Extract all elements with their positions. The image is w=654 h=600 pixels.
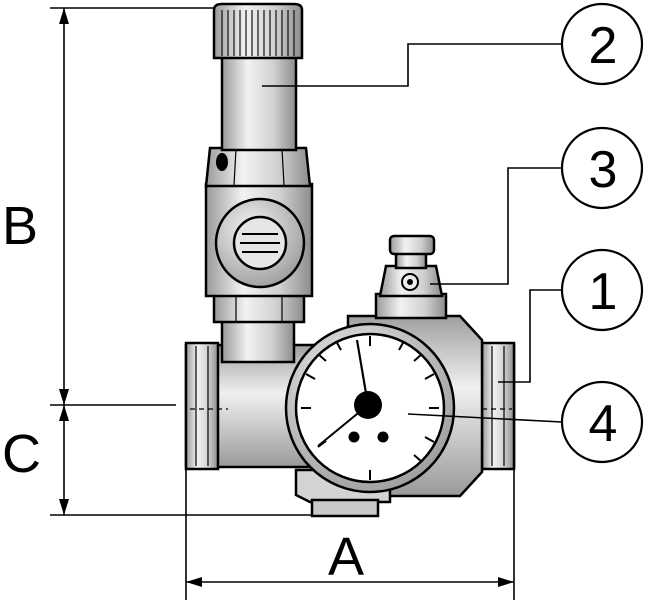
callout-4: 4 [560,380,644,464]
leader-2 [262,43,562,87]
callout-3: 3 [560,126,644,210]
air-vent [374,234,448,320]
callout-circle [560,126,644,210]
callout-number: 1 [589,263,618,321]
dimension-label-b: B [2,196,38,256]
air-vent-base [374,292,448,320]
b-top-arrow [59,8,69,24]
callout-2: 2 [560,2,644,86]
dimension-lines [50,7,515,600]
c-bottom-arrow [59,499,69,515]
safety-valve [204,2,314,364]
callout-circle [560,248,644,332]
gauge-ticks [301,336,439,480]
b-bottom-arrow [59,389,69,405]
lower-hex-nut [212,292,306,324]
a-right-arrow [498,577,514,587]
pressure-gauge [284,322,456,494]
callout-number: 4 [589,395,618,453]
gauge-screw-right [377,431,389,443]
air-vent-cap [388,234,436,256]
left-end-fitting [184,341,220,471]
callout-number: 3 [589,141,618,199]
safety-valve-neck [220,316,296,364]
leader-4 [407,413,563,423]
leader-3 [430,167,562,285]
gauge-screw-left [348,431,360,443]
c-top-arrow [59,405,69,421]
upper-hex-pin [216,153,228,171]
callout-circle [560,2,644,86]
gauge-bottom-plug [310,498,380,518]
a-left-arrow [186,577,202,587]
gauge-hub [354,391,382,419]
spring-housing [220,54,298,152]
callout-1: 1 [560,248,644,332]
callout-number: 2 [589,17,618,75]
dimension-label-a: A [328,527,364,587]
leader-lines [262,43,563,423]
right-end-fitting [480,341,516,471]
dimension-label-c: C [2,424,41,484]
callout-circle [560,380,644,464]
leader-1 [498,289,562,383]
